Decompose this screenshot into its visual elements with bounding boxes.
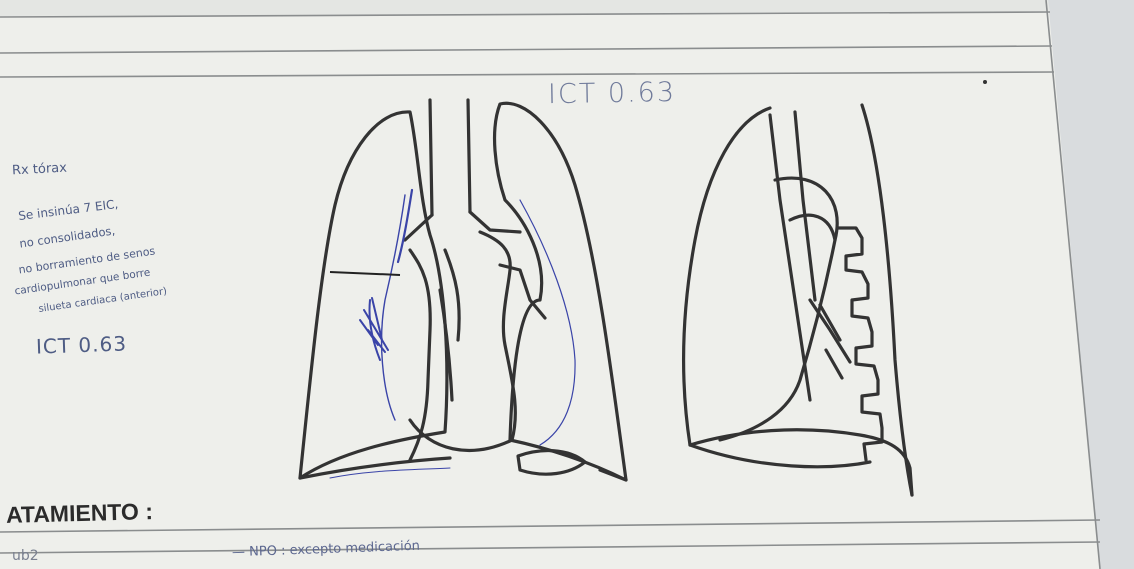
ict-value-top: ICT 0.63: [548, 77, 677, 110]
handwritten-ict-value: ICT 0.63: [36, 331, 128, 358]
handwritten-note-line: Rx tórax: [12, 161, 68, 179]
section-heading: ATAMIENTO :: [6, 498, 154, 529]
form-row-label: ub2: [12, 548, 39, 564]
